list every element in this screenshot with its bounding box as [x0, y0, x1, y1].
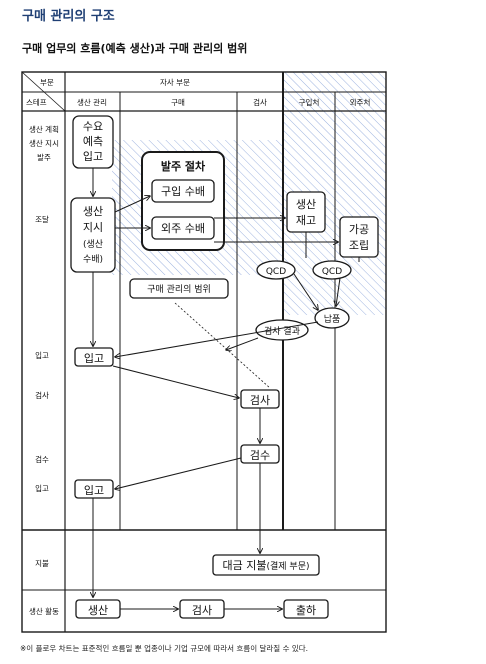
process-assembly-line-2: 조립	[349, 239, 369, 252]
diagram-frame	[21, 71, 387, 633]
row-plan-1: 생산 계획	[29, 124, 59, 134]
row-inspect: 검사	[35, 390, 49, 400]
scope-dotted-line	[174, 302, 271, 389]
receive-box-1	[74, 347, 114, 367]
inspection-result-label: 검사 결과	[264, 325, 300, 337]
delivery-label: 납품	[324, 314, 341, 325]
qcd-label-2: QCD	[322, 267, 342, 277]
receive-label-1: 입고	[84, 352, 104, 365]
shipment-box	[283, 599, 329, 619]
inspection-result-ellipse	[255, 319, 309, 341]
col-production-mgmt: 생산 관리	[77, 97, 107, 107]
inspect-label: 검사	[250, 394, 270, 407]
prod-instr-line-4: 수배)	[83, 254, 103, 265]
qcd-ellipse-2	[312, 260, 352, 280]
col-subcontractor: 외주처	[350, 97, 371, 107]
col-supplier: 구입처	[299, 98, 320, 107]
purchase-arrangement-box	[151, 179, 215, 203]
inspect2-label: 검사	[192, 604, 212, 617]
purchase-scope-box	[129, 278, 229, 299]
process-assembly-line-1: 가공	[349, 223, 369, 236]
prod-stock-line-1: 생산	[296, 198, 316, 211]
header-dept: 부문	[40, 78, 54, 87]
prod-instr-line-1: 생산	[83, 205, 103, 218]
page-title: 구매 관리의 구조	[22, 9, 115, 24]
purchase-scope-label: 구매 관리의 범위	[147, 284, 211, 295]
row-procure: 조달	[35, 215, 49, 224]
row-accept: 검수	[35, 454, 49, 464]
row-pay: 지불	[35, 559, 49, 568]
header-step: 스테프	[26, 98, 47, 107]
outsource-arrangement-box	[151, 216, 215, 240]
forecast-line-3: 입고	[83, 150, 103, 163]
production-label: 생산	[88, 604, 108, 617]
receive-box-2	[74, 479, 114, 499]
accept-label: 검수	[250, 449, 270, 462]
col-inspection: 검사	[253, 97, 267, 107]
shipment-label: 출하	[296, 603, 316, 617]
row-plan-3: 발주	[37, 153, 51, 162]
forecast-line-2: 예측	[83, 135, 103, 148]
order-procedure-title: 발주 절차	[161, 159, 206, 173]
prod-instr-line-2: 지시	[83, 221, 103, 234]
qcd-ellipse-1	[256, 260, 296, 280]
outsource-arrangement-label: 외주 수배	[161, 222, 205, 235]
footnote: ※이 플로우 차트는 표준적인 흐름일 뿐 업종이나 기업 규모에 따라서 흐름…	[20, 644, 309, 653]
row-receive-1: 입고	[35, 351, 49, 360]
row-receive-2: 입고	[35, 484, 49, 493]
forecast-line-1: 수요	[83, 120, 103, 133]
qcd-label-1: QCD	[266, 267, 286, 277]
payment-box	[212, 554, 320, 576]
delivery-ellipse	[314, 307, 350, 329]
prod-stock-line-2: 재고	[296, 214, 316, 227]
flow-arrows	[93, 168, 360, 609]
row-production: 생산 활동	[29, 606, 59, 616]
row-plan-2: 생산 지시	[29, 138, 59, 148]
header-company: 자사 부문	[160, 78, 190, 87]
diagram-subtitle: 구매 업무의 흐름(예측 생산)과 구매 관리의 범위	[22, 42, 248, 55]
purchase-arrangement-label: 구입 수배	[161, 185, 205, 198]
prod-instr-line-3: (생산	[83, 239, 103, 250]
receive-label-2: 입고	[84, 484, 104, 497]
col-purchase: 구매	[171, 98, 185, 107]
payment-text: 대금 지불(결제 부문)	[223, 559, 310, 572]
